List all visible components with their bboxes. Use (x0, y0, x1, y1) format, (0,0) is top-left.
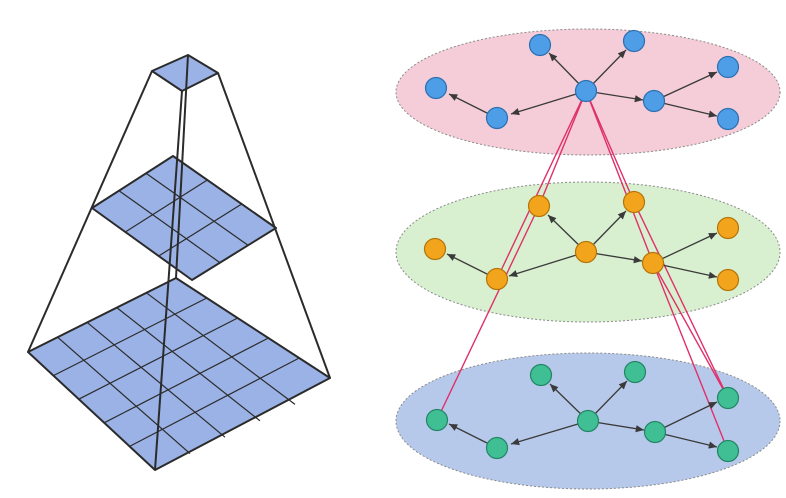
top-layer-node (574, 79, 598, 103)
bottom-layer-node (485, 436, 509, 460)
bottom-layer-node (716, 386, 740, 410)
feature-pyramid (27, 54, 331, 471)
top-layer-node (485, 106, 509, 130)
middle-layer-node (423, 237, 447, 261)
bottom-layer-node (623, 360, 647, 384)
bottom-layer-node (529, 363, 553, 387)
pyramid-frustum-edges (27, 54, 331, 471)
bottom-layer-node (716, 439, 740, 463)
top-layer-graph (424, 29, 740, 131)
middle-layer-node (716, 216, 740, 240)
middle-layer-node (485, 267, 509, 291)
top-layer-node (528, 33, 552, 57)
pyramid-bottom-grid (27, 277, 331, 471)
top-layer-node (622, 29, 646, 53)
bottom-layer-graph (425, 360, 740, 463)
middle-layer-graph (423, 190, 740, 292)
pyramid-middle-grid (91, 155, 277, 281)
middle-layer-node (574, 240, 598, 264)
middle-layer-node (641, 251, 665, 275)
pyramid-top-cell (151, 54, 219, 92)
top-layer-node (716, 55, 740, 79)
middle-layer-node (622, 190, 646, 214)
cross-layer-links (436, 90, 729, 452)
bottom-layer-node (425, 408, 449, 432)
bottom-layer-node (576, 409, 600, 433)
middle-layer-node (716, 268, 740, 292)
top-layer-node (716, 107, 740, 131)
top-layer-node (642, 89, 666, 113)
middle-layer-node (527, 194, 551, 218)
top-layer-node (424, 76, 448, 100)
bottom-layer-node (643, 420, 667, 444)
